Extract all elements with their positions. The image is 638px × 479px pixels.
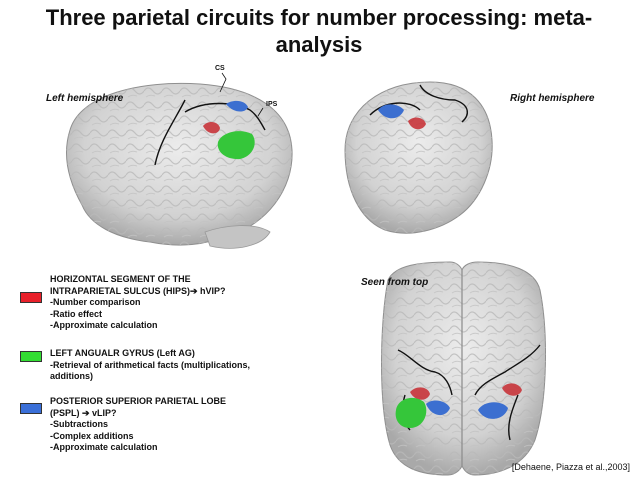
left-hips-activation — [203, 122, 220, 134]
top-view-brain — [381, 261, 546, 476]
right-hemisphere-brain — [344, 81, 493, 234]
seen-from-top-label: Seen from top — [361, 277, 429, 288]
legend-text-pspl: POSTERIOR SUPERIOR PARIETAL LOBE (PSPL) … — [50, 396, 226, 454]
intraparietal-sulcus-line — [184, 102, 266, 131]
legend-hips-line-2: INTRAPARIETAL SULCUS (HIPS)➔ hVIP? — [50, 285, 226, 296]
legend-ag-line-3: additions) — [50, 371, 93, 381]
legend-text-hips: HORIZONTAL SEGMENT OF THE INTRAPARIETAL … — [50, 274, 226, 332]
legend-hips-line-1: HORIZONTAL SEGMENT OF THE — [50, 274, 191, 284]
title-line-1: Three parietal circuits for number proce… — [45, 5, 593, 30]
cs-label: CS — [215, 65, 225, 72]
legend-pspl-line-2: (PSPL) ➔ vLIP? — [50, 407, 117, 418]
legend-pspl-line-4: -Complex additions — [50, 430, 134, 441]
left-hemisphere-brain — [65, 72, 293, 249]
left-hemisphere-label: Left hemisphere — [46, 93, 124, 104]
legend-pspl-line-1: POSTERIOR SUPERIOR PARIETAL LOBE — [50, 396, 227, 406]
left-pspl-activation — [226, 100, 248, 112]
top-left-hips-activation — [410, 387, 430, 400]
top-left-pspl-activation — [426, 400, 450, 416]
top-right-pspl-activation — [478, 402, 508, 419]
right-hemisphere-label: Right hemisphere — [510, 93, 595, 104]
page-title: Three parietal circuits for number proce… — [0, 4, 638, 58]
left-ag-activation — [217, 131, 255, 160]
ips-label: IPS — [266, 101, 278, 108]
legend-text-ag: LEFT ANGUALR GYRUS (Left AG) -Retrieval … — [50, 348, 250, 383]
legend-hips-line-4: -Ratio effect — [50, 308, 103, 319]
right-pspl-activation — [378, 104, 404, 119]
legend-swatch-hips — [20, 292, 42, 303]
legend-ag-line-1: LEFT ANGUALR GYRUS (Left AG) — [50, 348, 195, 358]
legend-pspl-line-5: -Approximate calculation — [50, 442, 158, 452]
top-left-ag-activation — [395, 397, 427, 428]
legend-ag-line-2: -Retrieval of arithmetical facts (multip… — [50, 359, 251, 370]
legend-hips-line-3: -Number comparison — [50, 297, 141, 307]
legend-hips-line-5: -Approximate calculation — [50, 320, 158, 330]
legend-swatch-ag — [20, 351, 42, 362]
citation: [Dehaene, Piazza et al.,2003] — [511, 462, 630, 472]
central-sulcus-line — [154, 99, 186, 166]
title-line-2: analysis — [275, 32, 363, 57]
legend-swatch-pspl — [20, 403, 42, 414]
top-right-hips-activation — [502, 383, 522, 396]
right-hips-activation — [408, 117, 426, 130]
legend-pspl-line-3: -Subtractions — [50, 419, 109, 429]
